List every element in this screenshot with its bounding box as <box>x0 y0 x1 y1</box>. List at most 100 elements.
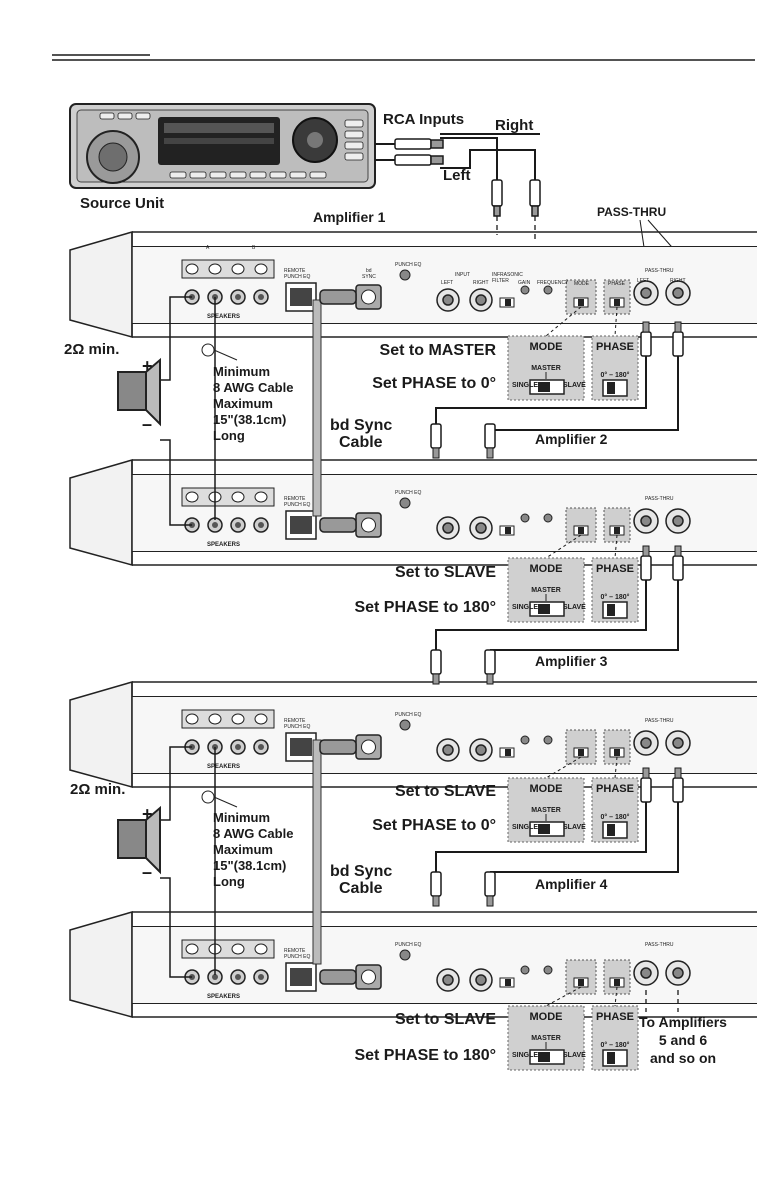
svg-text:8 AWG Cable: 8 AWG Cable <box>213 826 293 841</box>
switch-box-texts: MODE MASTER SINGLE SLAVE PHASE 0° – 180°… <box>512 341 634 1059</box>
svg-text:PASS-THRU: PASS-THRU <box>645 496 674 502</box>
amp-1-settings: Set to MASTER Set PHASE to 0° <box>372 335 639 401</box>
amp-3-settings: Set to SLAVE Set PHASE to 0° <box>372 777 639 843</box>
svg-text:PUNCH EQ: PUNCH EQ <box>284 274 311 280</box>
rca-plug-icon <box>394 138 541 217</box>
svg-text:PHASE: PHASE <box>596 341 634 353</box>
amplifier-1-title: Amplifier 1 <box>313 209 386 225</box>
cable-spec-callout-1: Minimum 8 AWG Cable Maximum 15"(38.1cm) … <box>201 343 293 443</box>
svg-text:bd Sync: bd Sync <box>330 417 392 434</box>
infrasonic-label-1: INFRASONIC <box>492 272 523 278</box>
svg-text:RIGHT: RIGHT <box>670 278 686 284</box>
svg-text:B: B <box>252 245 256 251</box>
svg-text:PHASE: PHASE <box>596 1011 634 1023</box>
svg-text:Set PHASE to 0°: Set PHASE to 0° <box>372 375 496 392</box>
rca-inputs-label: RCA Inputs <box>383 111 464 128</box>
svg-text:FILTER: FILTER <box>492 278 509 284</box>
svg-text:bd Sync: bd Sync <box>330 863 392 880</box>
svg-text:MASTER: MASTER <box>531 365 561 372</box>
svg-text:Set to SLAVE: Set to SLAVE <box>395 564 496 581</box>
svg-text:REMOTE: REMOTE <box>284 718 306 724</box>
amplifier-4-chassis <box>69 911 757 1018</box>
min-impedance-label-1: 2Ω min. <box>64 341 119 358</box>
min-impedance-label-2: 2Ω min. <box>70 781 125 798</box>
svg-text:+: + <box>142 804 153 824</box>
svg-text:SLAVE: SLAVE <box>563 604 586 611</box>
svg-text:PHASE: PHASE <box>596 563 634 575</box>
svg-text:Cable: Cable <box>339 880 383 897</box>
svg-text:A: A <box>206 245 210 251</box>
svg-text:Minimum: Minimum <box>213 364 270 379</box>
bd-sync-label-1: bd <box>366 268 372 274</box>
input-label-1: INPUT <box>455 272 470 278</box>
svg-text:PHASE: PHASE <box>596 783 634 795</box>
pass-thru-cables <box>435 356 679 873</box>
svg-text:SINGLE: SINGLE <box>512 824 538 831</box>
amp-panel-labels-4: REMOTE PUNCH EQ SPEAKERS PASS-THRU PUNCH… <box>207 942 674 1000</box>
svg-text:+: + <box>142 356 153 376</box>
svg-text:MASTER: MASTER <box>531 587 561 594</box>
svg-text:and so on: and so on <box>650 1050 716 1066</box>
amplifier-1-chassis <box>69 231 757 338</box>
pass-thru-label: PASS-THRU <box>597 205 666 219</box>
svg-text:PUNCH EQ: PUNCH EQ <box>395 942 422 948</box>
svg-text:5 and 6: 5 and 6 <box>659 1032 707 1048</box>
svg-text:Maximum: Maximum <box>213 396 273 411</box>
svg-text:SLAVE: SLAVE <box>563 824 586 831</box>
svg-text:8 AWG Cable: 8 AWG Cable <box>213 380 293 395</box>
svg-text:Long: Long <box>213 874 245 889</box>
svg-text:Minimum: Minimum <box>213 810 270 825</box>
speakers-label-1: SPEAKERS <box>207 314 240 320</box>
svg-text:PUNCH EQ: PUNCH EQ <box>284 954 311 960</box>
rca-cables <box>375 133 540 180</box>
svg-text:0° – 180°: 0° – 180° <box>601 813 630 821</box>
svg-text:SPEAKERS: SPEAKERS <box>207 764 240 770</box>
svg-text:PUNCH EQ: PUNCH EQ <box>395 712 422 718</box>
svg-text:MODE: MODE <box>530 783 563 795</box>
right-label: Right <box>495 117 533 134</box>
amp-4-settings: Set to SLAVE Set PHASE to 180° <box>354 1005 639 1071</box>
amplifier-2-chassis <box>69 459 757 566</box>
svg-text:LEFT: LEFT <box>637 278 649 284</box>
bd-sync-cable-label-2: bd Sync Cable <box>330 863 392 897</box>
amp-panel-labels-3: REMOTE PUNCH EQ SPEAKERS PASS-THRU PUNCH… <box>207 712 674 770</box>
svg-text:SINGLE: SINGLE <box>512 382 538 389</box>
svg-text:PUNCH EQ: PUNCH EQ <box>395 490 422 496</box>
mode-small-label-1: MODE <box>574 281 590 287</box>
source-unit-label: Source Unit <box>80 195 164 212</box>
pass-thru-small-label-1: PASS-THRU <box>645 268 674 274</box>
amplifier-4-title: Amplifier 4 <box>535 876 608 892</box>
phase-small-label-1: PHASE <box>608 281 626 287</box>
further-amps-note: To Amplifiers 5 and 6 and so on <box>639 1014 727 1066</box>
svg-text:REMOTE: REMOTE <box>284 496 306 502</box>
remote-punch-eq-label-1: REMOTE <box>284 268 306 274</box>
svg-text:Set to SLAVE: Set to SLAVE <box>395 1011 496 1028</box>
svg-text:MASTER: MASTER <box>531 1035 561 1042</box>
svg-text:MASTER: MASTER <box>531 807 561 814</box>
remote-eq-cable <box>312 299 322 965</box>
sync-cable-connectors <box>319 289 357 985</box>
svg-text:SLAVE: SLAVE <box>563 1052 586 1059</box>
amp-2-settings: Set to SLAVE Set PHASE to 180° <box>354 557 639 623</box>
bd-sync-cable-label-1: bd Sync Cable <box>330 417 392 451</box>
further-amps-lines <box>645 990 679 1012</box>
svg-text:REMOTE: REMOTE <box>284 948 306 954</box>
amplifier-3-title: Amplifier 3 <box>535 653 608 669</box>
svg-text:Set PHASE to 180°: Set PHASE to 180° <box>354 599 496 616</box>
svg-text:Cable: Cable <box>339 434 383 451</box>
svg-text:Set PHASE to 180°: Set PHASE to 180° <box>354 1047 496 1064</box>
amp-panel-labels-2: REMOTE PUNCH EQ SPEAKERS PASS-THRU PUNCH… <box>207 490 674 548</box>
svg-text:Long: Long <box>213 428 245 443</box>
svg-text:SINGLE: SINGLE <box>512 1052 538 1059</box>
switch-pointers <box>545 306 618 1007</box>
svg-text:0° – 180°: 0° – 180° <box>601 371 630 379</box>
speaker-icon-2: + – <box>117 804 161 882</box>
svg-text:SPEAKERS: SPEAKERS <box>207 542 240 548</box>
svg-text:Set to SLAVE: Set to SLAVE <box>395 783 496 800</box>
svg-text:SYNC: SYNC <box>362 274 376 280</box>
svg-text:RIGHT: RIGHT <box>473 280 489 286</box>
svg-text:MODE: MODE <box>530 563 563 575</box>
svg-text:–: – <box>142 862 152 882</box>
amp-panel-labels: REMOTE PUNCH EQ bd SYNC PUNCH EQ SPEAKER… <box>206 245 686 320</box>
